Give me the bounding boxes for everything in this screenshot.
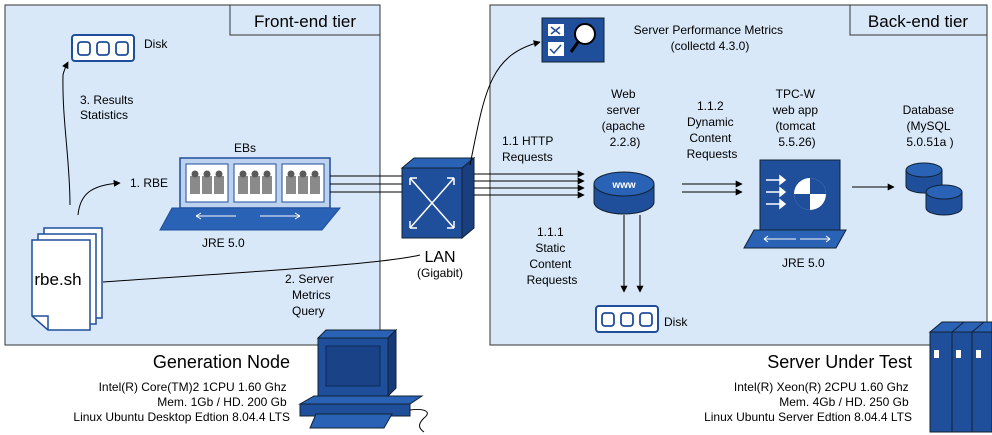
performance-metrics-icon (541, 17, 605, 63)
front-jre-label: JRE 5.0 (202, 236, 245, 250)
server-metrics-query-label: 2. Server Metrics Query (285, 272, 337, 318)
www-label: www (611, 180, 636, 191)
rbe-script-label: rbe.sh (34, 270, 81, 289)
back-jre-label: JRE 5.0 (782, 256, 825, 270)
back-end-tier-label-box (849, 4, 988, 36)
results-statistics-label: 3. Results Statistics (80, 93, 137, 122)
generation-node-title: Generation Node (153, 352, 290, 372)
front-disk-icon (71, 34, 135, 62)
front-end-tier-label: Front-end tier (254, 12, 356, 31)
server-under-test-title: Server Under Test (767, 352, 912, 372)
lan-to-webserver-arrows (474, 170, 585, 199)
web-server-icon (593, 171, 655, 215)
back-disk-icon (595, 305, 659, 333)
back-end-tier-label: Back-end tier (868, 12, 968, 31)
tpcw-label: TPC-W web app (tomcat 5.5.26) (772, 87, 822, 149)
lan-label: LAN (424, 249, 455, 266)
lan-to-metrics-arrow (469, 40, 541, 166)
server-rack-icon (928, 321, 992, 433)
tpcw-app-icon (743, 159, 847, 249)
rbe-to-disk-arrow (62, 61, 71, 206)
web-server-label: Web server (apache 2.2.8) (602, 87, 649, 149)
performance-metrics-label: Server Performance Metrics (collectd 4.3… (634, 23, 787, 53)
http-requests-label: 1.1 HTTP Requests (502, 134, 556, 164)
rbe-arrow (77, 179, 121, 216)
ebs-icon (159, 157, 342, 231)
rbe-label: 1. RBE (130, 176, 168, 190)
generation-node-specs: Intel(R) Core(TM)2 1CPU 1.60 Ghz Mem. 1G… (73, 380, 290, 424)
server-under-test-specs: Intel(R) Xeon(R) 2CPU 1.60 Ghz Mem. 4Gb … (704, 380, 912, 424)
webserver-to-disk-arrows (620, 215, 644, 293)
webserver-to-tpcw-arrows (682, 180, 743, 196)
database-label: Database (MySQL 5.0.51a ) (903, 103, 958, 149)
front-disk-label: Disk (144, 37, 168, 51)
server-metrics-query-arrow (102, 254, 421, 283)
database-icon (905, 162, 963, 216)
ebs-to-lan-lines (330, 175, 402, 193)
back-disk-label: Disk (664, 315, 688, 329)
front-end-tier-label-box (229, 4, 381, 36)
static-content-label: 1.1.1 Static Content Requests (527, 225, 578, 287)
dynamic-content-label: 1.1.2 Dynamic Content Requests (687, 99, 738, 161)
ebs-label: EBs (234, 141, 256, 155)
rbe-script-icon (31, 227, 103, 331)
lan-switch-icon (400, 156, 476, 240)
generation-node-computer-icon (298, 328, 428, 433)
lan-sublabel: (Gigabit) (417, 266, 463, 280)
